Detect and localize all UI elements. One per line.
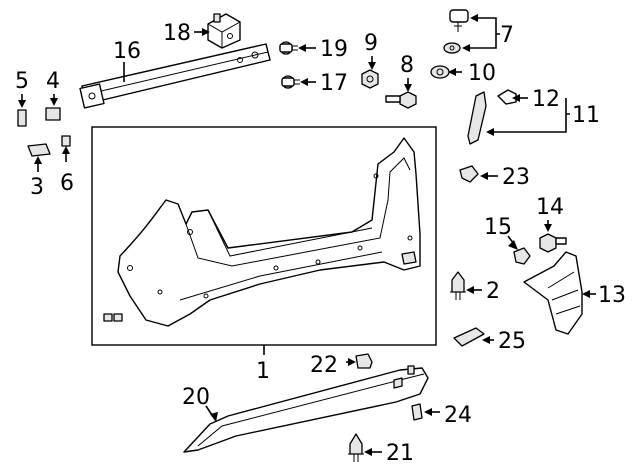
callout-14: 14: [536, 195, 564, 220]
part-12-clip[interactable]: [497, 89, 517, 105]
callout-20: 20: [182, 385, 210, 410]
part-2-push-clip[interactable]: [450, 271, 466, 300]
part-1-bumper-cover[interactable]: [103, 137, 421, 327]
callout-25: 25: [498, 329, 526, 354]
callout-24: 24: [444, 403, 472, 428]
part-10-clip[interactable]: [430, 65, 450, 79]
callout-19: 19: [320, 37, 348, 62]
part-23-clip[interactable]: [459, 165, 479, 183]
callout-9: 9: [364, 31, 378, 56]
callout-2: 2: [486, 279, 500, 304]
callout-22: 22: [310, 353, 338, 378]
part-15-nut[interactable]: [513, 247, 531, 265]
part-6-clip[interactable]: [61, 135, 71, 147]
callout-18: 18: [163, 21, 191, 46]
callout-13: 13: [598, 283, 626, 308]
callout-4: 4: [46, 69, 60, 94]
part-17-bolt[interactable]: [281, 75, 300, 89]
callout-7: 7: [500, 23, 514, 48]
part-9-nut[interactable]: [361, 69, 379, 89]
part-4-pad[interactable]: [45, 107, 61, 121]
callout-17: 17: [320, 71, 348, 96]
callout-1: 1: [256, 359, 270, 384]
callout-21: 21: [386, 441, 414, 466]
part-5-pad[interactable]: [17, 109, 27, 127]
callout-15: 15: [484, 215, 512, 240]
part-11-bracket[interactable]: [467, 91, 487, 145]
part-24-clip[interactable]: [411, 403, 423, 421]
callout-12: 12: [532, 87, 560, 112]
part-13-side-bracket[interactable]: [523, 251, 583, 335]
part-7-bolt-and-washer[interactable]: [443, 9, 469, 54]
part-3-pad[interactable]: [27, 143, 51, 157]
part-21-push-clip[interactable]: [348, 433, 364, 462]
callout-5: 5: [15, 69, 29, 94]
part-14-bolt[interactable]: [539, 233, 567, 253]
callout-8: 8: [400, 53, 414, 78]
part-16-reinforcement-bar[interactable]: [79, 43, 271, 109]
part-8-bolt[interactable]: [385, 91, 417, 109]
callout-10: 10: [468, 61, 496, 86]
part-25-plate[interactable]: [453, 327, 485, 347]
callout-3: 3: [30, 175, 44, 200]
part-19-bolt[interactable]: [279, 41, 298, 55]
callout-16: 16: [113, 39, 141, 64]
callout-23: 23: [502, 165, 530, 190]
part-20-lower-garnish[interactable]: [183, 365, 429, 453]
callout-6: 6: [60, 171, 74, 196]
part-22-pad[interactable]: [355, 353, 373, 369]
callout-11: 11: [572, 103, 600, 128]
part-18-bracket[interactable]: [207, 13, 241, 49]
